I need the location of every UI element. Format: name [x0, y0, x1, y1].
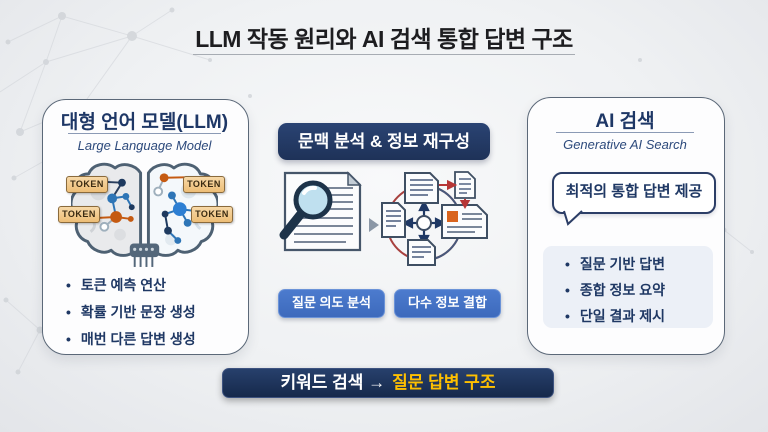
llm-card-subtitle: Large Language Model [77, 138, 212, 153]
conclusion-prefix: 키워드 검색 → [280, 373, 386, 392]
document-analysis-illustration [279, 171, 488, 266]
llm-title-underline [68, 133, 221, 134]
ai-search-bullet: 종합 정보 요약 [565, 277, 715, 303]
token-badge: TOKEN [58, 206, 100, 223]
info-combination-badge: 다수 정보 결합 [393, 289, 501, 318]
ai-search-card-subtitle: Generative AI Search [563, 137, 687, 152]
center-button-row: 질문 의도 분석 다수 정보 결합 [278, 289, 501, 318]
conclusion-banner: 키워드 검색 → 질문 답변 구조 [222, 368, 554, 398]
llm-card-title: 대형 언어 모델(LLM) [60, 112, 229, 133]
llm-bullet: 매번 다른 답변 생성 [66, 326, 236, 353]
slide-title: LLM 작동 원리와 AI 검색 통합 답변 구조 [195, 26, 573, 52]
ai-search-bullet-list: 질문 기반 답변 종합 정보 요약 단일 결과 제시 [565, 251, 715, 329]
conclusion-highlight: 질문 답변 구조 [392, 373, 496, 392]
optimal-answer-callout: 최적의 통합 답변 제공 [552, 172, 716, 214]
token-badge: TOKEN [191, 206, 233, 223]
ai-search-card-title: AI 검색 [595, 111, 655, 132]
title-underline [193, 54, 575, 55]
llm-bullet: 확률 기반 문장 생성 [66, 299, 236, 326]
magnifier-icon [279, 180, 333, 240]
flow-arrow-icon [369, 218, 379, 232]
ai-search-bullet: 단일 결과 제시 [565, 303, 715, 329]
context-analysis-header: 문맥 분석 & 정보 재구성 [278, 123, 490, 160]
ai-search-bullet: 질문 기반 답변 [565, 251, 715, 277]
token-badge: TOKEN [183, 176, 225, 193]
token-badge: TOKEN [66, 176, 108, 193]
document-cluster-icon [381, 171, 488, 266]
ai-search-title-underline [556, 132, 694, 133]
llm-bullet-list: 토큰 예측 연산 확률 기반 문장 생성 매번 다른 답변 생성 [66, 272, 236, 353]
intent-analysis-badge: 질문 의도 분석 [278, 289, 385, 318]
callout-tail [563, 210, 583, 226]
llm-bullet: 토큰 예측 연산 [66, 272, 236, 299]
